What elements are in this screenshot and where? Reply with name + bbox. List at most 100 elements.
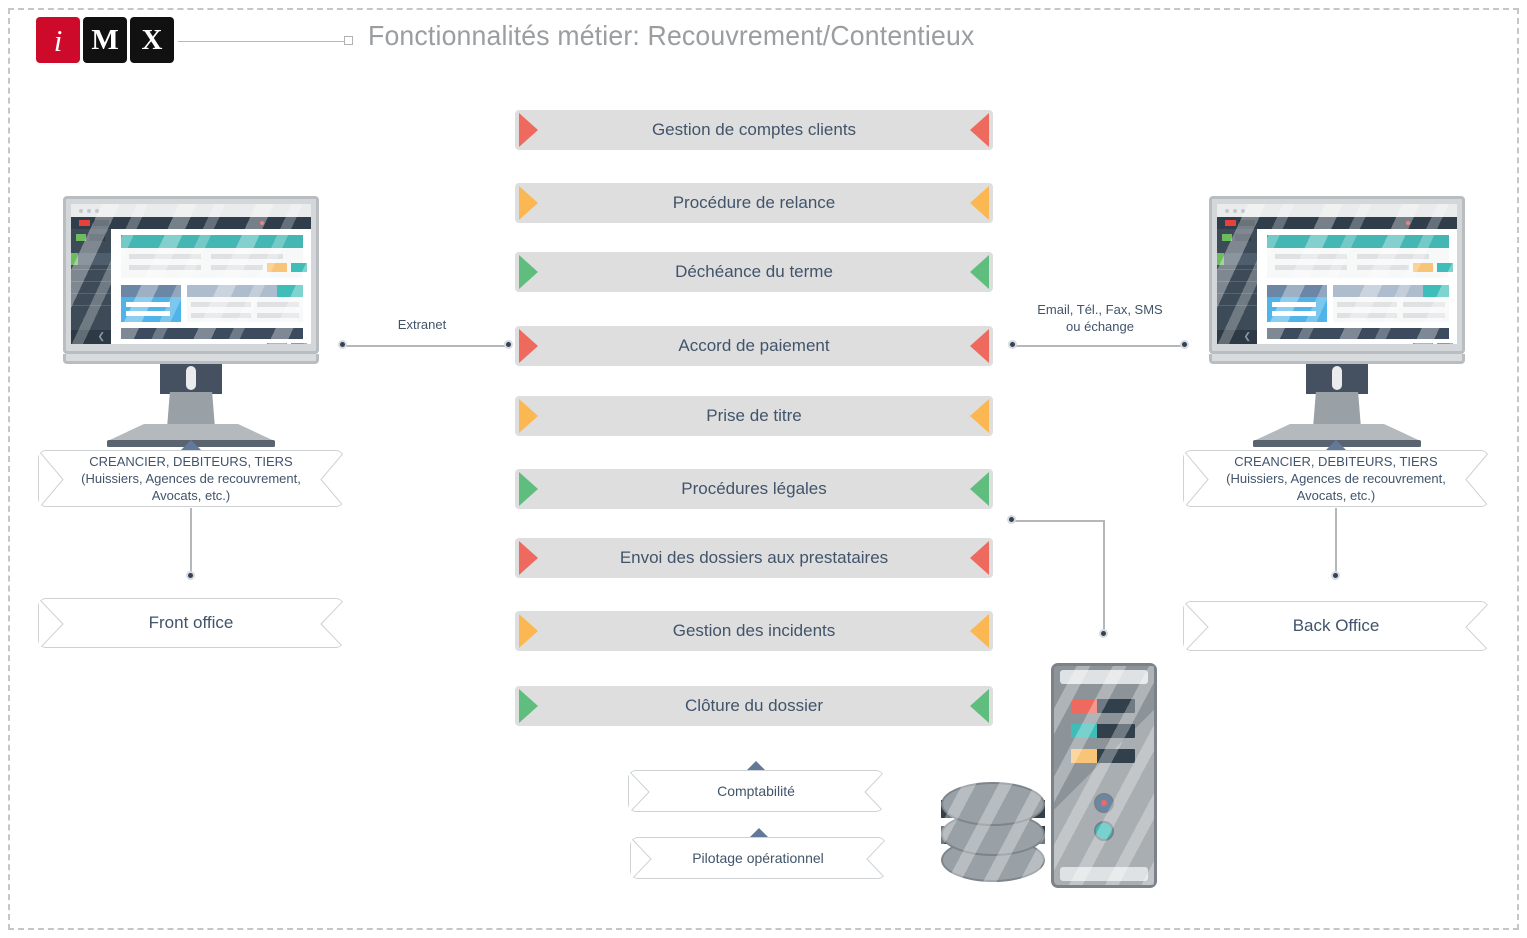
card-body-blue (1267, 297, 1327, 322)
card-body-grey (187, 297, 303, 322)
ribbon-notch-shape (631, 838, 887, 880)
front-office-banner[interactable]: Front office (38, 598, 345, 649)
process-bar-procedure-de-relance[interactable]: Procédure de relance (515, 183, 993, 223)
logo-letter-m: M (83, 17, 127, 63)
text-line (1337, 302, 1397, 307)
card-header-grey (1333, 285, 1449, 297)
bar-arrow-left-icon (519, 399, 538, 433)
topbar-chip-red (1225, 220, 1236, 226)
left-actors-line-1: CREANCIER, DEBITEURS, TIERS (89, 454, 293, 469)
chip-teal (291, 263, 307, 272)
tower-top-panel (1060, 670, 1148, 684)
text-line (211, 254, 283, 259)
sidebar-divider-2 (1217, 281, 1257, 282)
process-bar-label: Accord de paiement (678, 336, 830, 355)
process-bar-label: Déchéance du terme (675, 262, 833, 281)
chip-red (1413, 343, 1433, 344)
process-bar-label: Prise de titre (706, 406, 802, 425)
bar-arrow-left-icon (519, 113, 538, 147)
process-bar-envoi-des-dossiers-aux-prestataires[interactable]: Envoi des dossiers aux prestataires (515, 538, 993, 578)
tower-power-led (1094, 793, 1114, 813)
monitor-neck-slot (186, 366, 196, 390)
monitor-bezel: ❮ (63, 196, 319, 354)
app-sidebar: ❮ (1217, 229, 1257, 344)
comptabilite-banner[interactable]: Comptabilité (628, 770, 885, 813)
page-title: Fonctionnalités métier: Recouvrement/Con… (368, 20, 975, 51)
topbar-chip-dark (1239, 220, 1255, 226)
connector-dot-right (1180, 340, 1189, 349)
card-header-blue (1267, 285, 1327, 297)
bar-arrow-left-icon (519, 614, 538, 648)
front-office-label: Front office (148, 613, 234, 632)
window-dot-1 (79, 209, 83, 213)
pilotage-operationnel-label: Pilotage opérationnel (692, 849, 824, 866)
text-line (257, 302, 299, 307)
process-bar-decheance-du-terme[interactable]: Déchéance du terme (515, 252, 993, 292)
chip-teal (291, 343, 307, 344)
comptabilite-label: Comptabilité (717, 782, 795, 799)
app-titlebar (71, 204, 311, 217)
process-bar-gestion-de-comptes-clients[interactable]: Gestion de comptes clients (515, 110, 993, 150)
process-bar-label: Gestion de comptes clients (651, 120, 857, 139)
right-actors-line-3: Avocats, etc.) (1296, 488, 1376, 503)
text-line (257, 313, 299, 318)
bar-arrow-left-icon (519, 186, 538, 220)
right-actors-banner[interactable]: CREANCIER, DEBITEURS, TIERS (Huissiers, … (1183, 450, 1490, 508)
window-dot-3 (95, 209, 99, 213)
window-dot-3 (1241, 209, 1245, 213)
monitor-stem (167, 392, 215, 428)
card-header-blue (121, 285, 181, 297)
back-office-banner[interactable]: Back Office (1183, 601, 1490, 652)
text-line (211, 265, 263, 270)
bar-arrow-right-icon (970, 255, 989, 289)
text-line (129, 254, 201, 259)
text-line (191, 302, 251, 307)
process-bar-accord-de-paiement[interactable]: Accord de paiement (515, 326, 993, 366)
text-line (1275, 254, 1347, 259)
bar-arrow-left-icon (519, 689, 538, 723)
bar-arrow-right-icon (970, 614, 989, 648)
process-bar-procedures-legales[interactable]: Procédures légales (515, 469, 993, 509)
pilotage-operationnel-banner[interactable]: Pilotage opérationnel (630, 837, 887, 880)
sidebar-badge-grey (89, 234, 105, 241)
chip-teal (1437, 343, 1453, 344)
left-actors-banner[interactable]: CREANCIER, DEBITEURS, TIERS (Huissiers, … (38, 450, 345, 508)
bar-arrow-right-icon (970, 399, 989, 433)
chip-teal (1437, 263, 1453, 272)
process-bar-label: Clôture du dossier (685, 696, 823, 715)
window-dot-2 (1233, 209, 1237, 213)
card-header-teal (121, 235, 303, 248)
server-tower (1051, 663, 1157, 888)
app-sidebar: ❮ (71, 229, 111, 344)
tower-slot-2 (1071, 724, 1135, 738)
monitor-base-lip (1209, 354, 1465, 364)
right-actors-arrow-up-icon (1325, 440, 1347, 451)
right-actors-line-2: (Huissiers, Agences de recouvrement, (1226, 471, 1446, 486)
text-line (1272, 302, 1316, 307)
process-bar-gestion-des-incidents[interactable]: Gestion des incidents (515, 611, 993, 651)
email-connector-line (1012, 345, 1188, 347)
sidebar-divider-3 (1217, 293, 1257, 294)
text-line (1403, 302, 1445, 307)
left-actors-line-2: (Huissiers, Agences de recouvrement, (81, 471, 301, 486)
bar-arrow-left-icon (519, 541, 538, 575)
sidebar-selected-indicator (71, 253, 78, 265)
right-office-connector-dot (1331, 571, 1340, 580)
monitor-neck (160, 364, 222, 394)
title-connector-square (344, 36, 353, 45)
topbar-chip-dark (93, 220, 109, 226)
left-actors-line-3: Avocats, etc.) (151, 488, 231, 503)
monitor-neck (1306, 364, 1368, 394)
topbar-notification-dot (1406, 221, 1410, 225)
ribbon-notch-shape (1184, 602, 1490, 652)
card-header-dark (121, 328, 303, 339)
app-content (1257, 229, 1457, 344)
sidebar-footer (71, 330, 111, 344)
process-bar-prise-de-titre[interactable]: Prise de titre (515, 396, 993, 436)
ribbon-notch-shape (1184, 451, 1490, 508)
sidebar-divider-1 (1217, 269, 1257, 270)
card-header-teal (1267, 235, 1449, 248)
bar-arrow-right-icon (970, 186, 989, 220)
process-bar-cloture-du-dossier[interactable]: Clôture du dossier (515, 686, 993, 726)
chip-teal (277, 285, 303, 297)
